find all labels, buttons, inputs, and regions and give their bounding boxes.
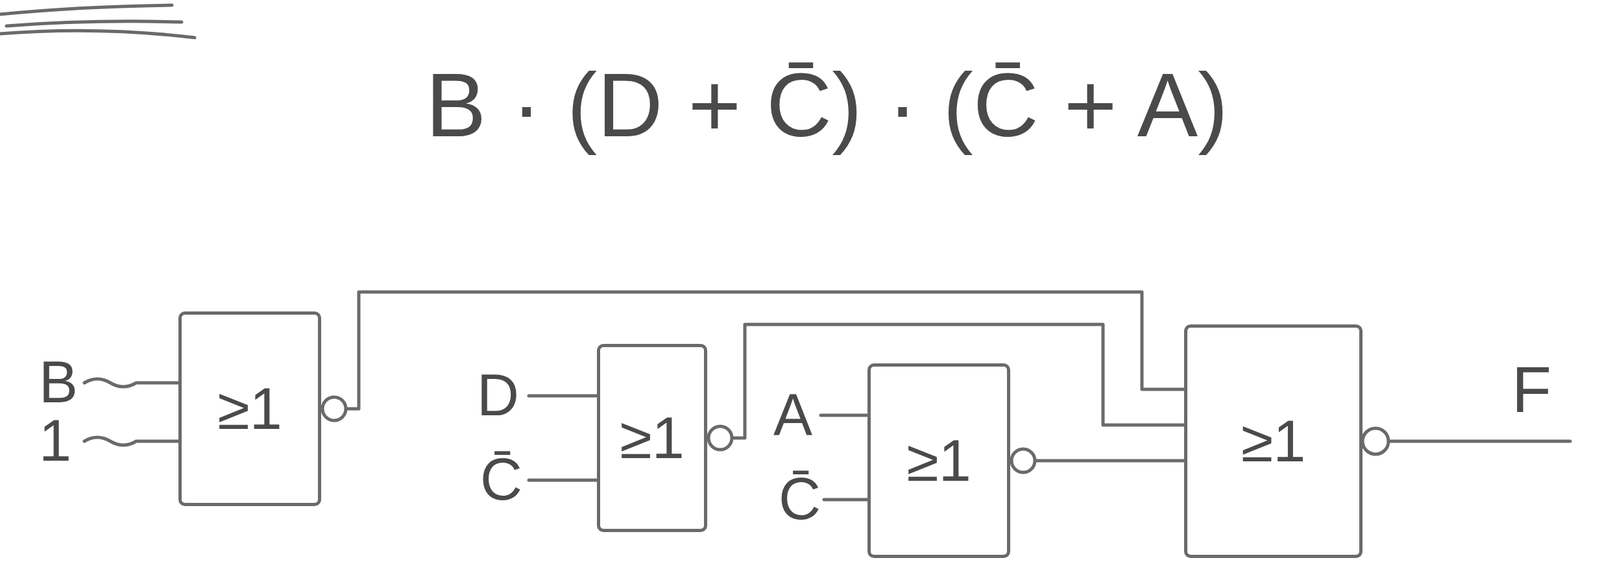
signal-name: C̄ — [778, 467, 821, 532]
signal-name: A — [773, 382, 813, 448]
output-wire — [1388, 439, 1571, 444]
signal-name: C̄ — [480, 447, 523, 512]
inversion-bubble — [708, 426, 732, 450]
scribble — [0, 30, 195, 38]
inversion-bubble — [1011, 448, 1035, 473]
gate-symbol: ≥1 — [619, 404, 684, 472]
input-wire — [84, 378, 179, 387]
or-gate: ≥1 — [867, 363, 1011, 558]
input-wire — [824, 498, 868, 502]
gate-symbol: ≥1 — [906, 427, 971, 495]
inversion-bubble — [322, 397, 346, 421]
or-gate: ≥1 — [178, 311, 322, 507]
scribble — [6, 21, 182, 26]
or-gate: ≥1 — [596, 343, 708, 533]
inversion-bubble — [1362, 428, 1389, 455]
input-wire — [528, 394, 597, 398]
input-wire — [820, 413, 868, 418]
signal-name: D — [476, 363, 520, 428]
signal-wire — [345, 291, 1185, 409]
gate-symbol: ≥1 — [217, 375, 282, 443]
scribble — [0, 5, 172, 15]
boolean-expression: B · (D + C̄) · (C̄ + A) — [425, 55, 1229, 156]
output-name: F — [1511, 353, 1552, 425]
signal-name: 1 — [38, 408, 72, 473]
or-gate: ≥1 — [1184, 324, 1363, 558]
signal-name: B — [38, 350, 78, 415]
input-wire — [528, 478, 597, 483]
signal-wire — [1034, 459, 1185, 463]
input-wire — [84, 437, 179, 446]
gate-symbol: ≥1 — [1241, 408, 1306, 475]
